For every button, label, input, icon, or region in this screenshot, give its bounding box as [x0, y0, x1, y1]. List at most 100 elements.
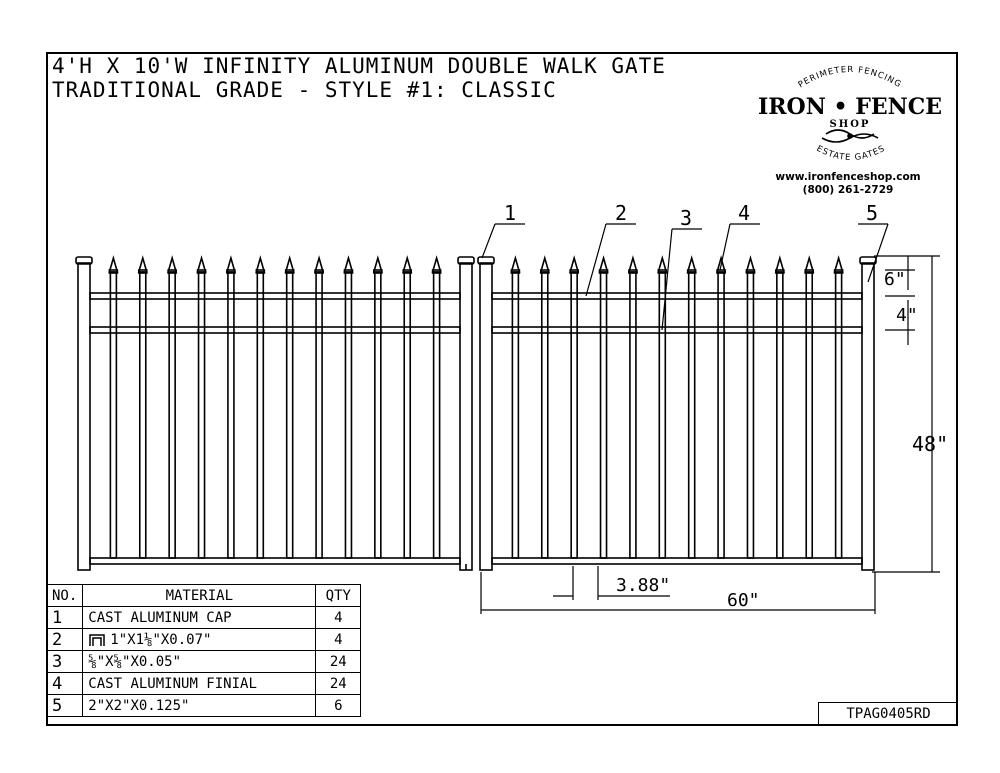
bom-no: 5: [45, 694, 84, 717]
picket-finial: [686, 255, 697, 273]
finial-collar: [343, 269, 354, 274]
picket: [805, 271, 814, 559]
finial-collar: [284, 269, 295, 274]
finial-collar: [314, 269, 324, 274]
picket: [432, 271, 441, 559]
picket-finial: [431, 255, 442, 273]
bom-qty: 6: [315, 694, 362, 717]
callout-leader: [867, 223, 889, 283]
bottom-rail: [491, 557, 863, 565]
bom-material: 2"X2"X0.125": [82, 694, 317, 717]
bom-header-qty: QTY: [315, 584, 362, 607]
callout-leader: [719, 223, 731, 271]
gate-post: [459, 262, 473, 571]
picket-finial: [314, 255, 325, 273]
bom-header-row: NO. MATERIAL QTY: [45, 584, 362, 607]
picket-finial: [137, 255, 148, 273]
finial-collar: [431, 269, 442, 274]
picket-finial: [657, 255, 668, 273]
table-row: 3 ⅝"X⅝"X0.05" 24: [45, 650, 362, 673]
finial-collar: [167, 269, 177, 274]
gate-rail: [89, 292, 461, 300]
phone-text: (800) 261-2729: [802, 184, 894, 196]
finial-collar: [745, 269, 756, 274]
part-number: TPAG0405RD: [818, 702, 958, 726]
picket-finial: [627, 255, 638, 273]
bom-material: 1"X1⅛"X0.07": [110, 631, 212, 648]
bom-no: 2: [45, 628, 84, 651]
gate-post: [479, 262, 493, 571]
callout-label: 3: [680, 206, 692, 230]
bom-header-no: NO.: [45, 584, 84, 607]
picket: [168, 271, 176, 559]
dim-label-width: 60": [727, 590, 760, 611]
finial-collar: [255, 269, 266, 274]
bom-material: CAST ALUMINUM FINIAL: [82, 672, 317, 695]
picket: [285, 271, 294, 559]
bom-qty: 24: [315, 672, 362, 695]
bottom-rail: [89, 557, 461, 565]
finial-collar: [226, 269, 236, 274]
bom-no: 3: [45, 650, 84, 673]
dim-label-rail: 4": [896, 305, 918, 326]
picket-finial: [716, 255, 727, 273]
picket: [197, 271, 206, 559]
finial-collar: [196, 269, 207, 274]
picket: [344, 271, 353, 559]
table-row: 5 2"X2"X0.125" 6: [45, 694, 362, 717]
post-cap: [457, 256, 475, 265]
u-channel-icon: [89, 633, 106, 646]
gate-rail: [491, 292, 863, 300]
picket: [658, 271, 667, 559]
bom-no: 1: [45, 606, 84, 629]
post-cap: [477, 256, 495, 265]
picket-finial: [774, 255, 785, 273]
picket-finial: [804, 255, 815, 273]
finial-collar: [510, 269, 521, 274]
picket-finial: [167, 255, 178, 273]
table-row: 1 CAST ALUMINUM CAP 4: [45, 606, 362, 629]
logo-main-text: IRON • FENCE: [758, 94, 942, 120]
picket: [256, 271, 265, 559]
callout-label: 5: [866, 201, 878, 225]
picket: [374, 271, 382, 559]
picket-finial: [833, 255, 844, 273]
bom-header-material: MATERIAL: [82, 584, 317, 607]
bom-qty: 4: [315, 628, 362, 651]
table-row: 4 CAST ALUMINUM FINIAL 24: [45, 672, 362, 695]
post-cap: [75, 256, 93, 265]
picket-finial: [255, 255, 266, 273]
finial-collar: [686, 269, 697, 274]
finial-collar: [716, 269, 726, 274]
picket: [717, 271, 725, 559]
table-row: 2 1"X1⅛"X0.07" 4: [45, 628, 362, 651]
gate-rail: [89, 326, 461, 334]
callout-label: 2: [615, 201, 627, 225]
finial-collar: [402, 269, 413, 274]
gate-post: [77, 262, 91, 571]
finial-collar: [775, 269, 785, 274]
bom-material: ⅝"X⅝"X0.05": [82, 650, 317, 673]
finial-collar: [373, 269, 383, 274]
finial-collar: [628, 269, 638, 274]
finial-collar: [598, 269, 609, 274]
picket-finial: [108, 255, 119, 273]
finial-collar: [539, 269, 550, 274]
gate-post: [861, 262, 875, 571]
finial-collar: [833, 269, 844, 274]
picket: [687, 271, 696, 559]
callout-label: 1: [504, 201, 516, 225]
picket: [746, 271, 755, 559]
bom-qty: 4: [315, 606, 362, 629]
picket: [599, 271, 608, 559]
picket-finial: [598, 255, 609, 273]
bom-no: 4: [45, 672, 84, 695]
picket-finial: [510, 255, 521, 273]
picket: [315, 271, 323, 559]
picket: [629, 271, 637, 559]
finial-collar: [108, 269, 119, 274]
drawing-subtitle: TRADITIONAL GRADE - STYLE #1: CLASSIC: [52, 78, 557, 102]
bom-material-cell: 1"X1⅛"X0.07": [82, 628, 317, 651]
picket-finial: [372, 255, 383, 273]
finial-collar: [569, 269, 579, 274]
